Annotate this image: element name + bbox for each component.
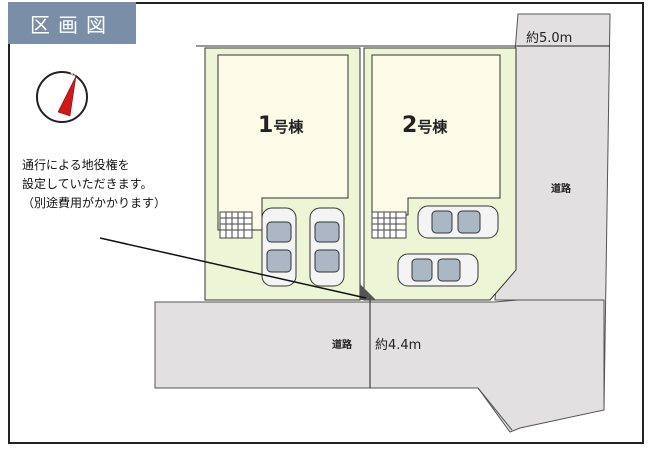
easement-note: 通行による地役権を 設定していただきます。 （別途費用がかかります）	[22, 156, 166, 213]
note-line-2: 設定していただきます。	[22, 177, 153, 191]
unit-1-suffix: 号棟	[273, 118, 304, 136]
page-title: 区画図	[8, 2, 136, 44]
house-1-footprint	[217, 54, 349, 231]
car-lot1-a	[261, 207, 297, 287]
car-lot2-b	[397, 253, 479, 287]
note-line-1: 通行による地役権を	[22, 158, 130, 172]
unit-2-number: 2	[402, 113, 418, 138]
compass-letter: N	[70, 71, 76, 80]
east-road-width: 約5.0m	[526, 31, 573, 46]
south-road-label: 道路	[332, 340, 352, 351]
unit-1-number: 1	[258, 113, 274, 138]
car-lot1-b	[309, 207, 345, 287]
east-road-label: 道路	[551, 184, 571, 195]
south-road-width: 約4.4m	[375, 338, 422, 353]
grating-1	[219, 211, 253, 239]
note-leader-line	[99, 237, 367, 299]
car-lot2-a	[417, 205, 499, 239]
unit-1-label: 1号棟	[258, 113, 303, 138]
grating-2	[371, 211, 407, 239]
unit-2-label: 2号棟	[402, 113, 447, 138]
south-road	[154, 299, 605, 433]
unit-2-suffix: 号棟	[417, 118, 448, 136]
easement-area	[360, 284, 376, 300]
north-arrow-icon	[36, 71, 88, 123]
note-line-3: （別途費用がかかります）	[22, 196, 167, 210]
